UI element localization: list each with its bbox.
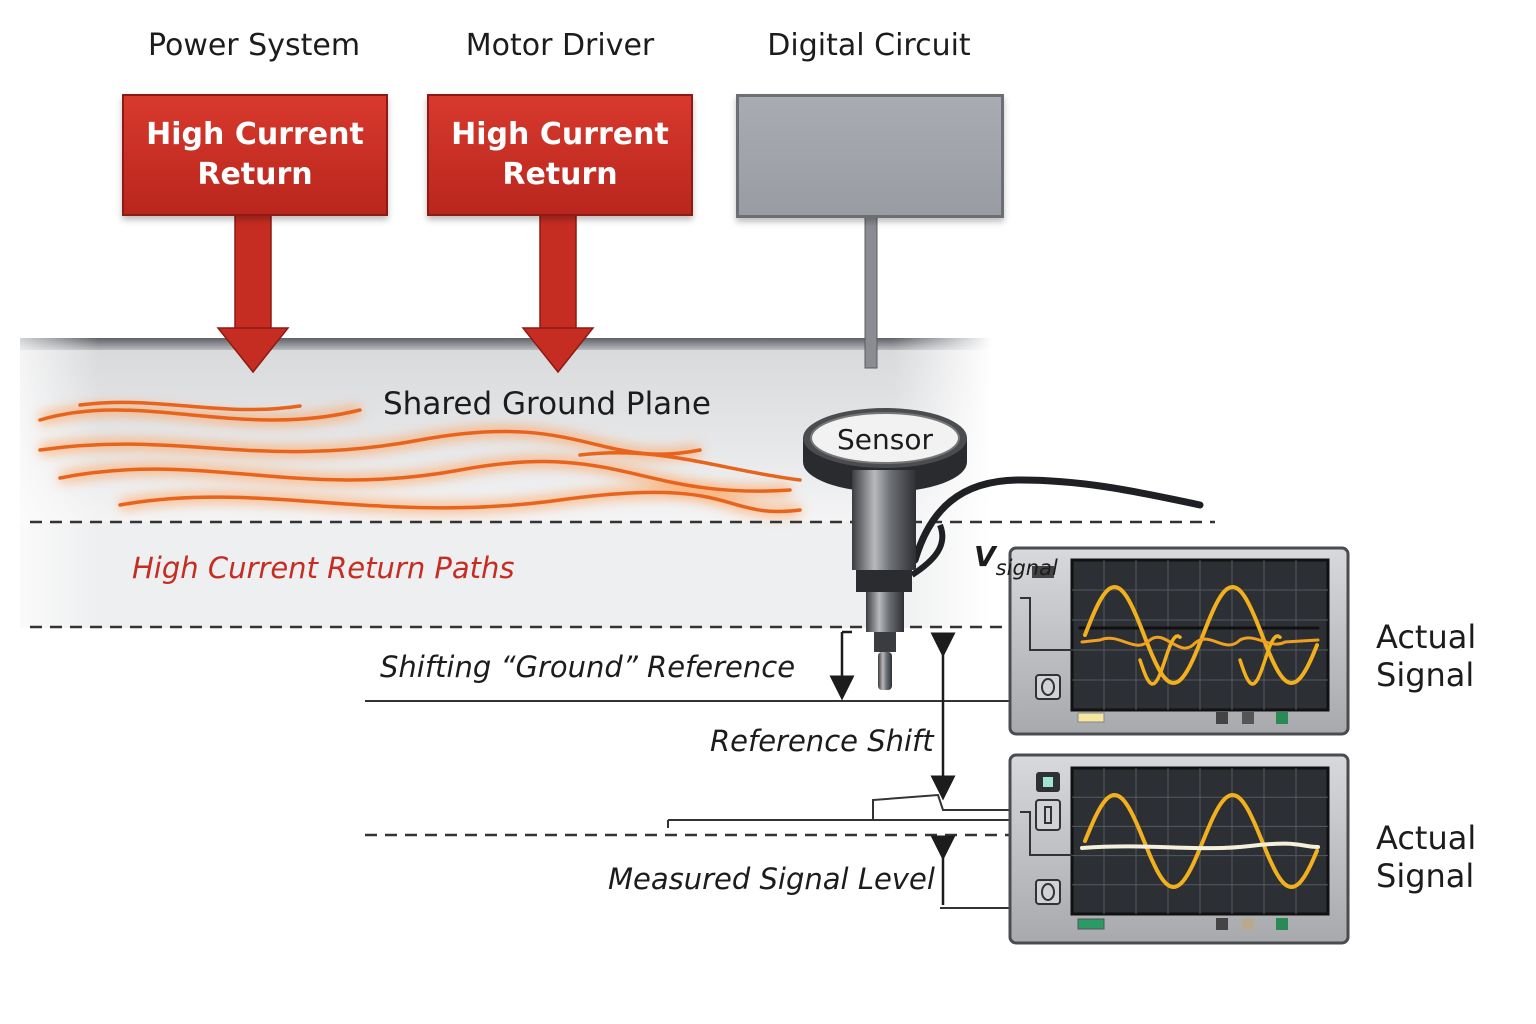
vsignal-sub: signal <box>995 556 1058 580</box>
scope-bottom-signal-trace <box>1083 792 1319 890</box>
scope-top-dip-trace-2 <box>1238 634 1282 686</box>
measured-level-label: Measured Signal Level <box>608 862 935 896</box>
sensor-probe <box>803 408 967 690</box>
power-system-box: High Current Return <box>122 94 388 216</box>
current-wave-lines <box>38 400 802 517</box>
motor-driver-box: High Current Return <box>427 94 693 216</box>
scope-top-dip-trace <box>1138 634 1182 686</box>
vsignal-label: Vsignal <box>974 540 1058 580</box>
shifting-ground-label: Shifting “Ground” Reference <box>380 650 796 684</box>
digital-connector <box>864 211 878 369</box>
return-arrow-motor <box>521 211 595 374</box>
sensor-label: Sensor <box>837 423 933 456</box>
sensor-cable <box>911 476 1204 564</box>
digital-circuit-box <box>736 94 1004 218</box>
source-title-power: Power System <box>147 28 361 63</box>
source-title-motor: Motor Driver <box>465 28 655 63</box>
ground-plane-label: Shared Ground Plane <box>383 386 711 422</box>
power-box-label: High Current Return <box>146 117 364 192</box>
scope-top-noise-trace <box>1080 635 1320 650</box>
sensor-cable-lower <box>910 523 946 578</box>
oscilloscope-top <box>1008 546 1350 736</box>
connector-lines <box>365 700 1030 909</box>
reference-shift-label: Reference Shift <box>710 724 934 758</box>
motor-box-label: High Current Return <box>451 117 669 192</box>
actual-signal-label-top: Actual Signal <box>1376 618 1477 694</box>
measurement-arrows <box>829 630 956 905</box>
scope-bottom-baseline-trace <box>1080 841 1320 851</box>
return-arrow-power <box>216 211 290 374</box>
return-paths-label: High Current Return Paths <box>132 551 515 585</box>
actual-signal-label-bottom: Actual Signal <box>1376 819 1477 895</box>
source-title-digital: Digital Circuit <box>767 28 971 63</box>
vsignal-main: V <box>974 540 996 573</box>
